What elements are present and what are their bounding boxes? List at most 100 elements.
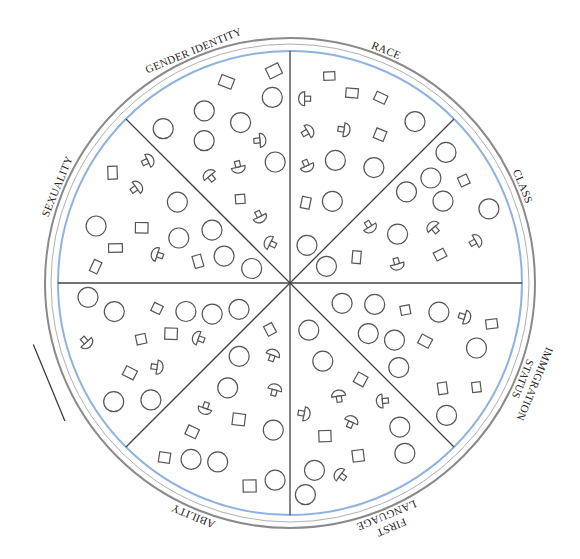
pepper-piece (109, 244, 123, 253)
mushroom-stem (302, 159, 309, 167)
mushroom-stem (364, 220, 371, 228)
mushroom (253, 133, 266, 148)
mushroom-stem (198, 336, 205, 343)
mushroom-stem (336, 396, 342, 403)
mushroom-stem (298, 410, 305, 416)
pepperoni (169, 228, 189, 248)
pepperoni (385, 330, 405, 350)
pizza-crust (45, 38, 535, 528)
pepperoni (433, 191, 453, 211)
pepperoni (313, 351, 333, 371)
pepperoni (325, 150, 345, 170)
mushroom (298, 157, 316, 174)
mushroom (139, 152, 156, 170)
mushroom (262, 234, 279, 252)
pepperoni (262, 87, 282, 107)
pepperoni (305, 460, 325, 480)
mushroom (361, 218, 379, 236)
mushroom-stem (203, 402, 210, 409)
mushroom-stem (130, 186, 138, 194)
pepper-piece (374, 91, 388, 104)
mushroom-stem (393, 258, 399, 265)
pepper-piece (265, 63, 282, 79)
mushroom (77, 333, 95, 351)
pepper-piece (352, 251, 362, 264)
pepper-piece (324, 72, 335, 81)
mushroom-stem (305, 96, 311, 101)
pepper-piece (122, 366, 137, 380)
mushroom-stem (469, 239, 477, 246)
pepper-piece (243, 480, 256, 492)
pepper-piece (300, 196, 311, 209)
pepperoni (231, 113, 251, 133)
pepperoni (214, 246, 234, 266)
slice-line (289, 283, 290, 515)
toppings (77, 63, 499, 505)
pepperoni (202, 304, 222, 324)
mushroom-stem (234, 161, 240, 168)
pepperoni (332, 293, 352, 313)
pepper-piece (135, 222, 148, 233)
pepper-piece (89, 259, 102, 274)
pepper-piece (346, 88, 359, 98)
mushroom-stem (339, 473, 347, 481)
pepper-piece (158, 452, 171, 464)
pepperoni (104, 392, 124, 412)
pepperoni (265, 470, 285, 490)
pepperoni (194, 101, 214, 121)
mushroom (337, 122, 351, 138)
pepper-piece (373, 128, 387, 142)
slice-line (290, 282, 522, 283)
mushroom (376, 394, 389, 409)
mushroom-cap (299, 92, 305, 106)
mushroom-stem (301, 129, 309, 136)
mushroom (150, 359, 164, 375)
pepperoni (317, 256, 337, 276)
mushroom (197, 400, 214, 416)
pepperoni (389, 358, 409, 378)
pepperoni (78, 287, 98, 307)
pepperoni (229, 346, 249, 366)
mushroom-stem (268, 354, 275, 361)
mushroom-stem (432, 226, 440, 234)
pepper-piece (418, 334, 433, 348)
pepperoni (395, 443, 415, 463)
mushroom (457, 309, 473, 326)
pepperoni (176, 302, 196, 322)
pepper-piece (235, 194, 245, 204)
pepperoni (265, 152, 285, 172)
pepperoni (299, 320, 319, 340)
pepperoni (429, 302, 449, 322)
mushroom-stem (255, 210, 262, 218)
pepperoni (365, 294, 385, 314)
mushroom (389, 256, 406, 271)
mushroom-stem (151, 364, 158, 370)
pepperoni (86, 216, 106, 236)
pepper-piece (352, 449, 365, 462)
mushroom-stem (382, 398, 388, 404)
mushroom (266, 382, 283, 397)
pepperoni (397, 182, 417, 202)
slice-line (290, 119, 454, 283)
mushroom (424, 219, 442, 237)
pepperoni (229, 299, 249, 319)
pepperoni (104, 302, 124, 322)
pepperoni (479, 199, 499, 219)
pepper-piece (472, 382, 482, 393)
pepperoni (218, 378, 238, 398)
mushroom (299, 123, 316, 141)
pepperoni (208, 452, 228, 472)
mushroom-stem (254, 138, 260, 144)
slice-line (290, 283, 454, 447)
pepperoni (153, 119, 173, 139)
cheese-edge (58, 51, 522, 515)
slice-line (126, 283, 290, 447)
mushroom-stem (271, 389, 277, 396)
pepper-piece (433, 248, 447, 261)
mushroom-stem (269, 241, 277, 248)
slice-lines (58, 51, 522, 515)
blank-line (33, 345, 65, 421)
pepperoni (202, 220, 222, 240)
pepper-piece (192, 254, 204, 268)
